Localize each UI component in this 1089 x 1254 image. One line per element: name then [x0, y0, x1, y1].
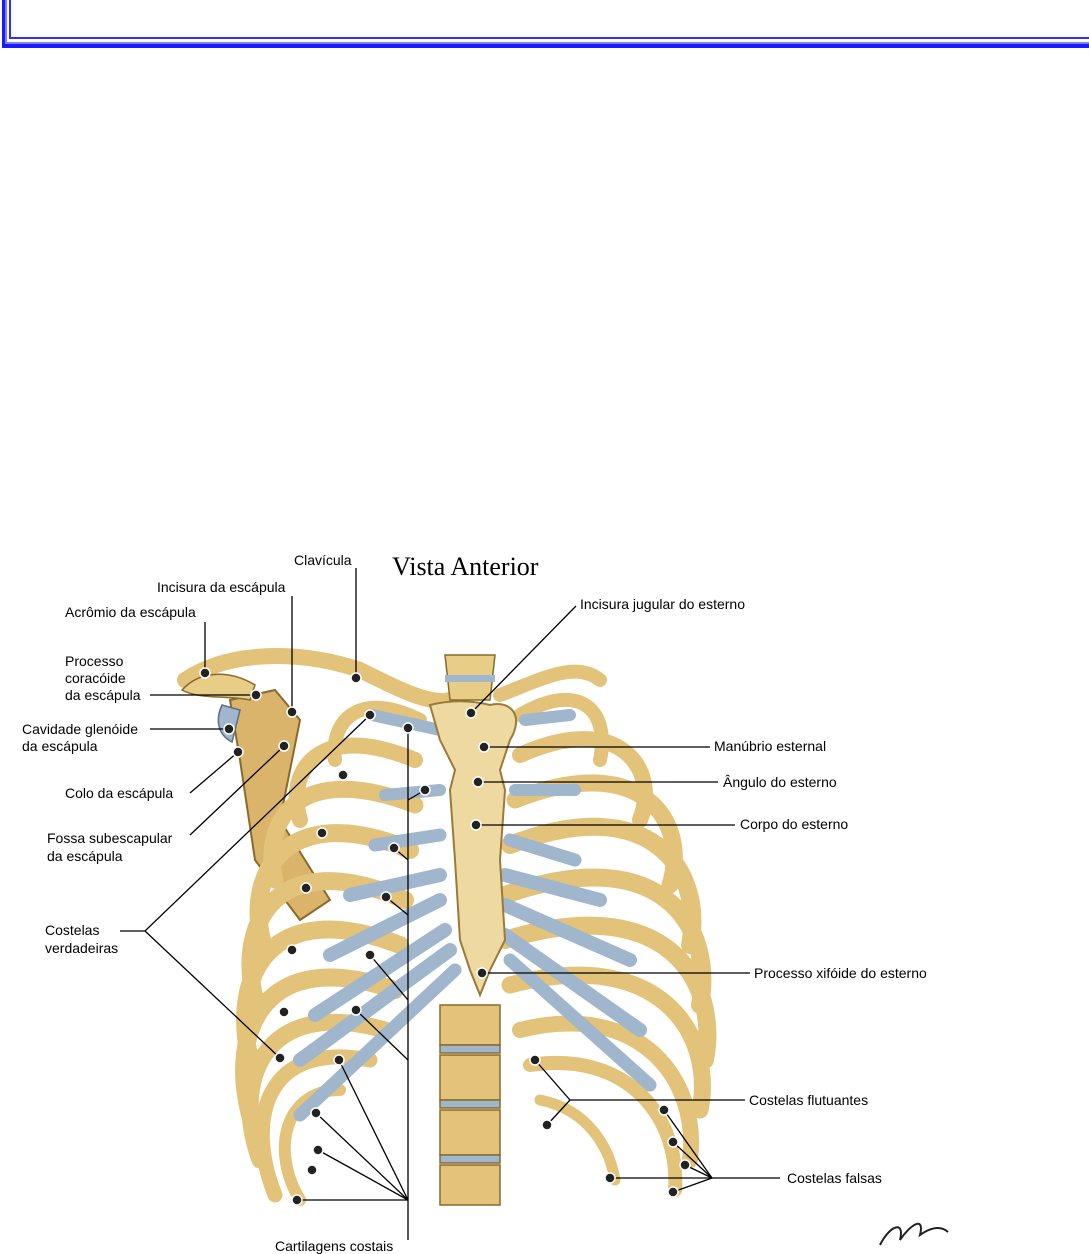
label-cartilagens: Cartilagens costais — [275, 1238, 393, 1254]
label-clavicula: Clavícula — [294, 552, 352, 568]
label-manubrio: Manúbrio esternal — [714, 738, 826, 754]
label-acromio: Acrômio da escápula — [65, 604, 196, 620]
label-incisura-escapula: Incisura da escápula — [157, 579, 286, 595]
label-fossa-line1: Fossa subescapular — [47, 830, 173, 846]
label-coracoide-line2: coracóide — [65, 670, 126, 686]
label-coracoide-line1: Processo — [65, 653, 124, 669]
label-flutuantes: Costelas flutuantes — [749, 1092, 868, 1108]
right-clavicle — [500, 672, 600, 695]
label-xifoide: Processo xifóide do esterno — [754, 965, 927, 981]
label-colo: Colo da escápula — [65, 785, 173, 801]
label-falsas: Costelas falsas — [787, 1170, 882, 1186]
label-coracoide-line3: da escápula — [65, 687, 141, 703]
label-glenoide-line2: da escápula — [22, 738, 98, 754]
label-glenoide-line1: Cavidade glenóide — [22, 721, 138, 737]
label-corpo: Corpo do esterno — [740, 816, 848, 832]
artist-signature — [880, 1224, 948, 1245]
label-fossa-line2: da escápula — [47, 848, 123, 864]
label-verdadeiras-line1: Costelas — [45, 922, 99, 938]
diagram-title: Vista Anterior — [392, 552, 539, 581]
label-angulo: Ângulo do esterno — [723, 774, 837, 790]
label-incisura-jugular: Incisura jugular do esterno — [580, 596, 745, 612]
label-verdadeiras-line2: verdadeiras — [45, 940, 118, 956]
